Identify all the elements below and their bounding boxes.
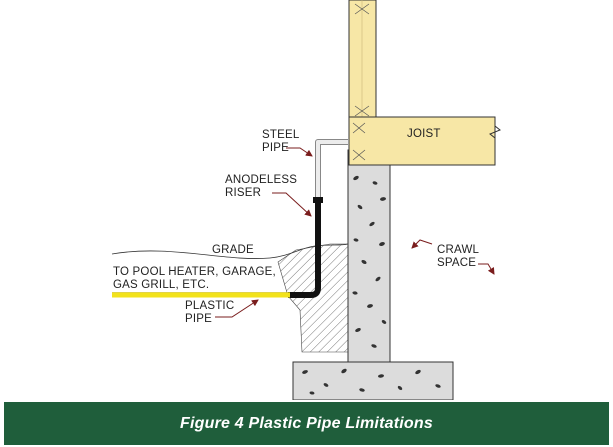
wall-aggregate bbox=[352, 175, 387, 348]
grade-label: GRADE bbox=[212, 244, 254, 256]
pool-heater-label-line2: GAS GRILL, ETC. bbox=[113, 279, 209, 291]
anodeless-riser-label-line1: ANODELESS bbox=[225, 174, 297, 186]
plastic-pipe-leader bbox=[215, 299, 259, 318]
crawl-leader-top bbox=[411, 239, 433, 249]
stud-blocking-x bbox=[354, 3, 370, 117]
pool-heater-label-line1: TO POOL HEATER, GARAGE, bbox=[113, 266, 276, 278]
joist bbox=[348, 116, 496, 166]
foundation-wall bbox=[347, 163, 391, 363]
riser-coupling bbox=[313, 197, 323, 203]
joist-rim-x bbox=[352, 122, 366, 161]
joist-label: JOIST bbox=[407, 128, 441, 140]
anodeless-riser-leader bbox=[272, 192, 312, 217]
figure-caption-bar: Figure 4 Plastic Pipe Limitations bbox=[4, 402, 609, 445]
steel-pipe-fill bbox=[316, 140, 348, 200]
footing bbox=[292, 361, 454, 400]
steel-pipe-leader bbox=[286, 147, 313, 157]
plastic-pipe-label-line2: PIPE bbox=[185, 313, 212, 325]
steel-pipe-label-line1: STEEL bbox=[262, 129, 300, 141]
crawl-space-label-line2: SPACE bbox=[437, 257, 476, 269]
crawl-leader-bottom bbox=[478, 263, 495, 275]
anodeless-riser bbox=[288, 200, 321, 298]
anodeless-riser-label-line2: RISER bbox=[225, 187, 261, 199]
plastic-pipe-label-line1: PLASTIC bbox=[185, 300, 234, 312]
crawl-space-label-line1: CRAWL bbox=[437, 244, 480, 256]
plastic-pipe-diagram: STEEL PIPE ANODELESS RISER GRADE TO POOL… bbox=[111, 0, 501, 400]
steel-pipe-label-line2: PIPE bbox=[262, 142, 289, 154]
wall-stud bbox=[348, 0, 377, 118]
figure-caption: Figure 4 Plastic Pipe Limitations bbox=[180, 414, 433, 432]
footing-aggregate bbox=[302, 368, 441, 395]
steel-pipe bbox=[315, 139, 348, 200]
joist-break bbox=[489, 117, 501, 165]
